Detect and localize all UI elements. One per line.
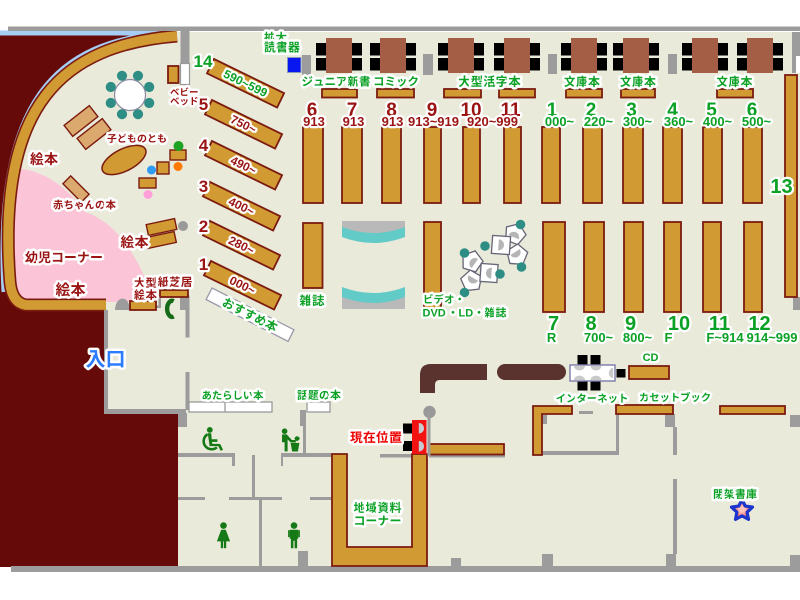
svg-text:11: 11 [500, 100, 521, 121]
svg-text:3: 3 [199, 177, 208, 196]
svg-text:5: 5 [199, 95, 208, 114]
svg-text:13: 13 [770, 176, 792, 198]
svg-text:DVD: DVD [423, 308, 446, 320]
svg-text:920~999: 920~999 [467, 114, 518, 129]
svg-text:10: 10 [460, 100, 481, 121]
svg-text:6: 6 [747, 100, 758, 121]
svg-text:360~: 360~ [664, 114, 694, 129]
svg-text:400~: 400~ [703, 114, 733, 129]
svg-text:1: 1 [199, 255, 208, 274]
svg-text:800~: 800~ [623, 330, 653, 345]
svg-text:000~: 000~ [545, 114, 575, 129]
svg-text:8: 8 [386, 100, 397, 121]
svg-text:2: 2 [199, 217, 208, 236]
svg-text:914~999: 914~999 [747, 330, 798, 345]
svg-text:300~: 300~ [623, 114, 653, 129]
svg-text:7: 7 [347, 100, 358, 121]
svg-text:14: 14 [194, 52, 213, 71]
svg-text:500~: 500~ [742, 114, 772, 129]
svg-text:913~919: 913~919 [408, 114, 459, 129]
svg-text:10: 10 [668, 313, 690, 335]
svg-text:R: R [547, 330, 557, 345]
svg-text:9: 9 [427, 100, 438, 121]
svg-text:9: 9 [625, 313, 636, 335]
svg-text:12: 12 [748, 313, 770, 335]
svg-text:913: 913 [303, 114, 325, 129]
svg-text:4: 4 [199, 136, 209, 155]
svg-text:6: 6 [307, 100, 318, 121]
svg-text:F~914: F~914 [706, 330, 744, 345]
svg-text:5: 5 [706, 100, 717, 121]
svg-text:8: 8 [585, 313, 596, 335]
svg-text:913: 913 [343, 114, 365, 129]
svg-text:700~: 700~ [584, 330, 614, 345]
svg-text:4: 4 [667, 100, 678, 121]
svg-text:1: 1 [547, 100, 558, 121]
svg-text:F: F [665, 330, 673, 345]
svg-text:7: 7 [548, 313, 559, 335]
svg-text:LD: LD [459, 308, 474, 320]
svg-text:CD: CD [643, 352, 659, 364]
svg-text:2: 2 [586, 100, 597, 121]
svg-text:11: 11 [709, 313, 730, 335]
svg-text:220~: 220~ [584, 114, 614, 129]
svg-text:913: 913 [382, 114, 404, 129]
svg-text:3: 3 [626, 100, 637, 121]
